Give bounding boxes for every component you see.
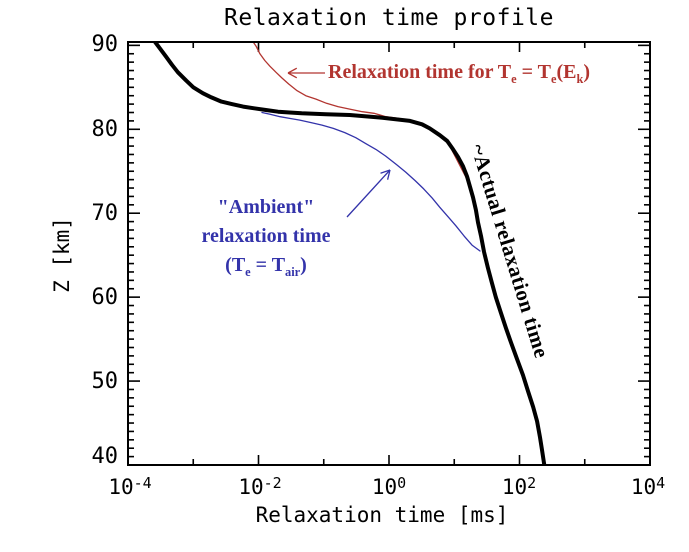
blue-label-line2: relaxation time [201, 225, 331, 247]
x-tick-label-1e4: 104 [630, 474, 666, 499]
y-tick-label-90: 90 [91, 32, 119, 57]
x-tick-label-1e0: 100 [371, 474, 407, 499]
blue-curve [261, 111, 481, 252]
blue-label-line3: (Te = Tair) [225, 254, 307, 279]
blue-curve-label: "Ambient" relaxation time (Te = Tair) [160, 193, 372, 280]
red-annotation-arrow-head [287, 72, 298, 79]
y-axis-title: Z [km] [50, 217, 74, 293]
x-tick-label-1e-4: 10-4 [108, 474, 152, 499]
x-tick-label-1e-2: 10-2 [238, 474, 282, 499]
red-annotation-arrow-head [287, 67, 298, 74]
blue-annotation-arrow [346, 169, 391, 218]
y-tick-label-40: 40 [91, 444, 119, 469]
x-axis-title: Relaxation time [ms] [255, 503, 509, 527]
red-curve-label: Relaxation time for Te = Te(Ek) [328, 61, 591, 86]
black-curve [153, 42, 547, 465]
y-tick-label-60: 60 [91, 285, 119, 310]
x-tick-label-1e2: 102 [501, 474, 537, 499]
blue-label-line1: "Ambient" [217, 196, 315, 218]
blue-annotation-arrow-head [380, 169, 391, 174]
y-tick-label-70: 70 [91, 201, 119, 226]
plot-frame [127, 41, 651, 466]
blue-annotation-arrow-head [386, 169, 391, 180]
y-tick-label-50: 50 [91, 369, 119, 394]
chart-title: Relaxation time profile [224, 5, 554, 31]
y-tick-label-80: 80 [91, 117, 119, 142]
